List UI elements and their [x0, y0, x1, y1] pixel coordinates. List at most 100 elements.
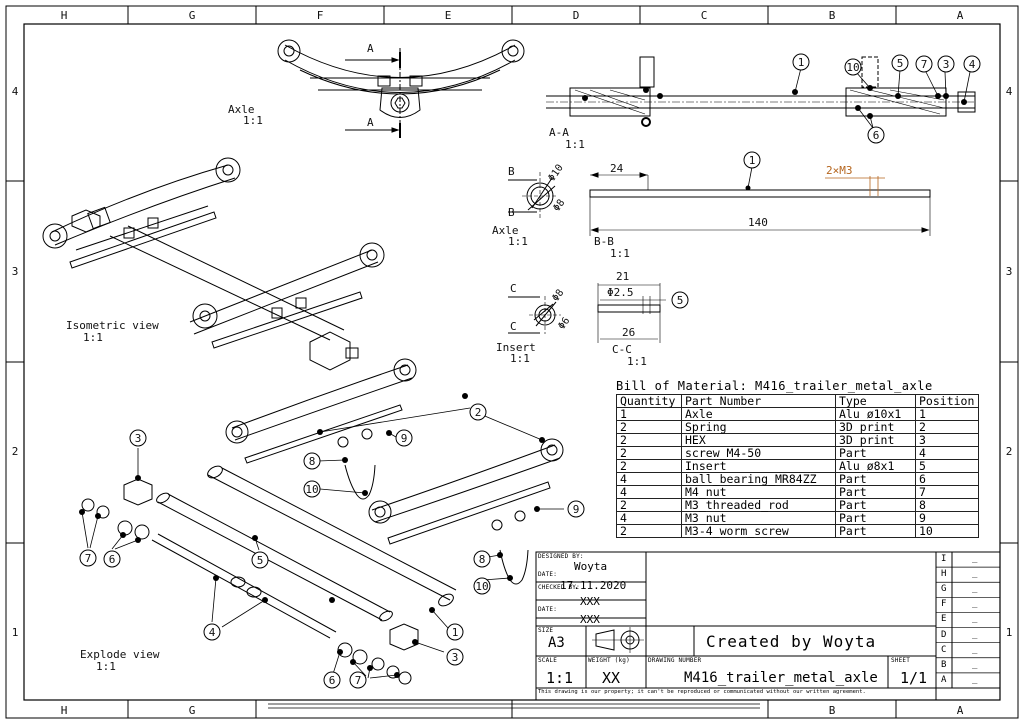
date-value: 17.11.2020 — [560, 579, 627, 592]
bom-cell-quantity: 4 — [616, 511, 682, 525]
bom-cell-part-number: screw_M4-50 — [681, 446, 836, 460]
dimension-d8-insert: Φ8 — [550, 288, 566, 304]
bom-cell-quantity: 2 — [616, 524, 682, 538]
date2-label: DATE: — [538, 606, 558, 613]
bom-cell-quantity: 1 — [616, 407, 682, 421]
col-label-top: C — [701, 9, 708, 22]
callout-balloon-circle — [303, 480, 321, 498]
callout-balloon-number: 8 — [479, 553, 486, 566]
callout-balloon-number: 5 — [677, 294, 684, 307]
bom-cell-part-number: M3-4_worm_screw — [681, 524, 836, 538]
bom-header-position: Position — [915, 394, 979, 408]
callout-balloon-circle — [792, 53, 810, 71]
col-label-top: F — [317, 9, 324, 22]
bom-cell-position: 2 — [915, 420, 979, 434]
callout-balloon-circle — [129, 429, 147, 447]
bom-cell-quantity: 4 — [616, 485, 682, 499]
callout-balloon: 8 — [473, 550, 491, 568]
bom-cell-position: 8 — [915, 498, 979, 512]
bom-cell-position: 4 — [915, 446, 979, 460]
revision-letter: G — [941, 584, 947, 595]
callout-balloon: 6 — [867, 126, 885, 144]
col-label-top: B — [829, 9, 836, 22]
dimension-d10: Φ10 — [546, 163, 565, 184]
callout-balloon: 10 — [473, 577, 491, 595]
callout-balloon-number: 7 — [85, 552, 92, 565]
bom-header-row: Quantity Part Number Type Position — [616, 394, 979, 408]
col-label-top: G — [189, 9, 196, 22]
size-value: A3 — [548, 635, 565, 651]
bom-cell-type: 3D print — [835, 420, 916, 434]
callout-balloon: 3 — [446, 648, 464, 666]
revision-value: _ — [972, 674, 978, 685]
section-marker-a: A — [367, 116, 374, 129]
bom-cell-part-number: M3_nut — [681, 511, 836, 525]
callout-balloon-number: 3 — [943, 58, 950, 71]
callout-balloon-number: 2 — [475, 406, 482, 419]
bom-cell-part-number: M4_nut — [681, 485, 836, 499]
bom-cell-quantity: 2 — [616, 498, 682, 512]
callout-balloon-circle — [446, 623, 464, 641]
callout-balloon-number: 1 — [749, 154, 756, 167]
view-label-section-cc: C-C — [612, 343, 632, 356]
revision-value: _ — [972, 599, 978, 610]
callout-balloon-circle — [446, 648, 464, 666]
designed-by-value: Woyta — [574, 560, 608, 573]
callout-balloon-number: 8 — [309, 455, 316, 468]
callout-balloon-number: 7 — [921, 58, 928, 71]
row-label-left: 3 — [12, 265, 19, 278]
disclaimer: This drawing is our property; it can't b… — [538, 689, 866, 695]
explode-leaders — [81, 407, 564, 679]
bom-cell-position: 1 — [915, 407, 979, 421]
callout-balloon-number: 1 — [798, 56, 805, 69]
isometric-view — [42, 157, 385, 371]
row-label-right: 2 — [1006, 445, 1013, 458]
callout-balloon-number: 3 — [452, 651, 459, 664]
frame-ticks — [6, 6, 1018, 718]
col-label-top: A — [957, 9, 964, 22]
view-label-section-bb: B-B — [594, 235, 614, 248]
section-marker-a: A — [367, 42, 374, 55]
callout-balloon-number: 4 — [969, 58, 976, 71]
weight-value: XX — [602, 669, 621, 687]
callout-balloon-circle — [251, 551, 269, 569]
callout-balloon: 7 — [79, 549, 97, 567]
checked-by-value: XXX — [580, 595, 600, 608]
weight-label: WEIGHT (kg) — [588, 657, 630, 664]
dimension-21: 21 — [616, 270, 629, 283]
dimension-24: 24 — [610, 162, 624, 175]
bom-header-type: Type — [835, 394, 916, 408]
bom-cell-quantity: 4 — [616, 472, 682, 486]
explode-markers — [79, 393, 545, 678]
callout-balloon: 4 — [963, 55, 981, 73]
sheet-label: SHEET — [891, 657, 911, 664]
view-label-isometric: Isometric view — [66, 319, 159, 332]
scale-value: 1:1 — [546, 669, 574, 687]
view-scale-isometric: 1:1 — [83, 331, 103, 344]
col-label-bottom: A — [957, 704, 964, 717]
sheet-value: 1/1 — [900, 669, 928, 687]
callout-balloon: 10 — [844, 58, 862, 76]
callout-balloon: 5 — [251, 551, 269, 569]
row-label-left: 4 — [12, 85, 19, 98]
dimension-d8: Φ8 — [551, 198, 567, 214]
callout-balloon-number: 5 — [257, 554, 264, 567]
view-scale-section-aa: 1:1 — [565, 138, 585, 151]
callout-balloon: 1 — [743, 151, 761, 169]
revision-value: _ — [972, 569, 978, 580]
callout-balloon: 5 — [891, 54, 909, 72]
callout-balloon-circle — [937, 55, 955, 73]
bom-cell-type: Part — [835, 446, 916, 460]
section-marker-c: C — [510, 282, 517, 295]
section-aa-view — [546, 56, 976, 117]
callout-balloon-circle — [963, 55, 981, 73]
section-marker-b: B — [508, 165, 515, 178]
bottom-ruler — [268, 703, 760, 709]
view-scale-insert: 1:1 — [510, 352, 530, 365]
callout-balloon-number: 10 — [846, 61, 859, 74]
row-label-left: 2 — [12, 445, 19, 458]
bom-cell-part-number: ball_bearing_MR84ZZ — [681, 472, 836, 486]
revision-letter: D — [941, 629, 947, 640]
